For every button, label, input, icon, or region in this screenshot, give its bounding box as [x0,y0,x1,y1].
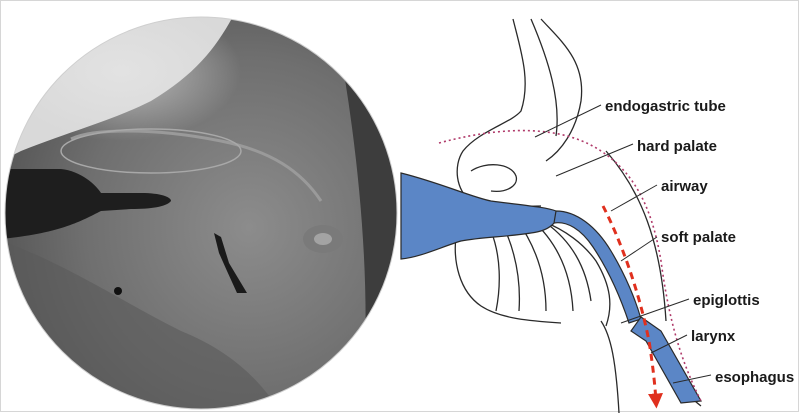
nasal-outline [531,19,557,136]
leader-endogastric-tube [535,105,601,137]
barium-bolus [401,173,557,259]
head-back-outline [541,19,582,161]
label-airway: airway [661,178,708,195]
leader-airway [611,185,657,211]
pharynx-wall [606,151,666,321]
fluoroscopy-image [1,1,401,413]
label-epiglottis: epiglottis [693,292,760,309]
label-larynx: larynx [691,328,736,345]
label-hard-palate: hard palate [637,138,717,155]
nostril-outline [471,165,516,192]
label-esophagus: esophagus [715,369,794,386]
label-endogastric-tube: endogastric tube [605,98,726,115]
label-soft-palate: soft palate [661,229,736,246]
throat-front [601,321,619,413]
barium-contrast [401,173,701,403]
face-profile [457,19,541,207]
leader-soft-palate [621,237,657,261]
jaw-outline [455,236,561,323]
